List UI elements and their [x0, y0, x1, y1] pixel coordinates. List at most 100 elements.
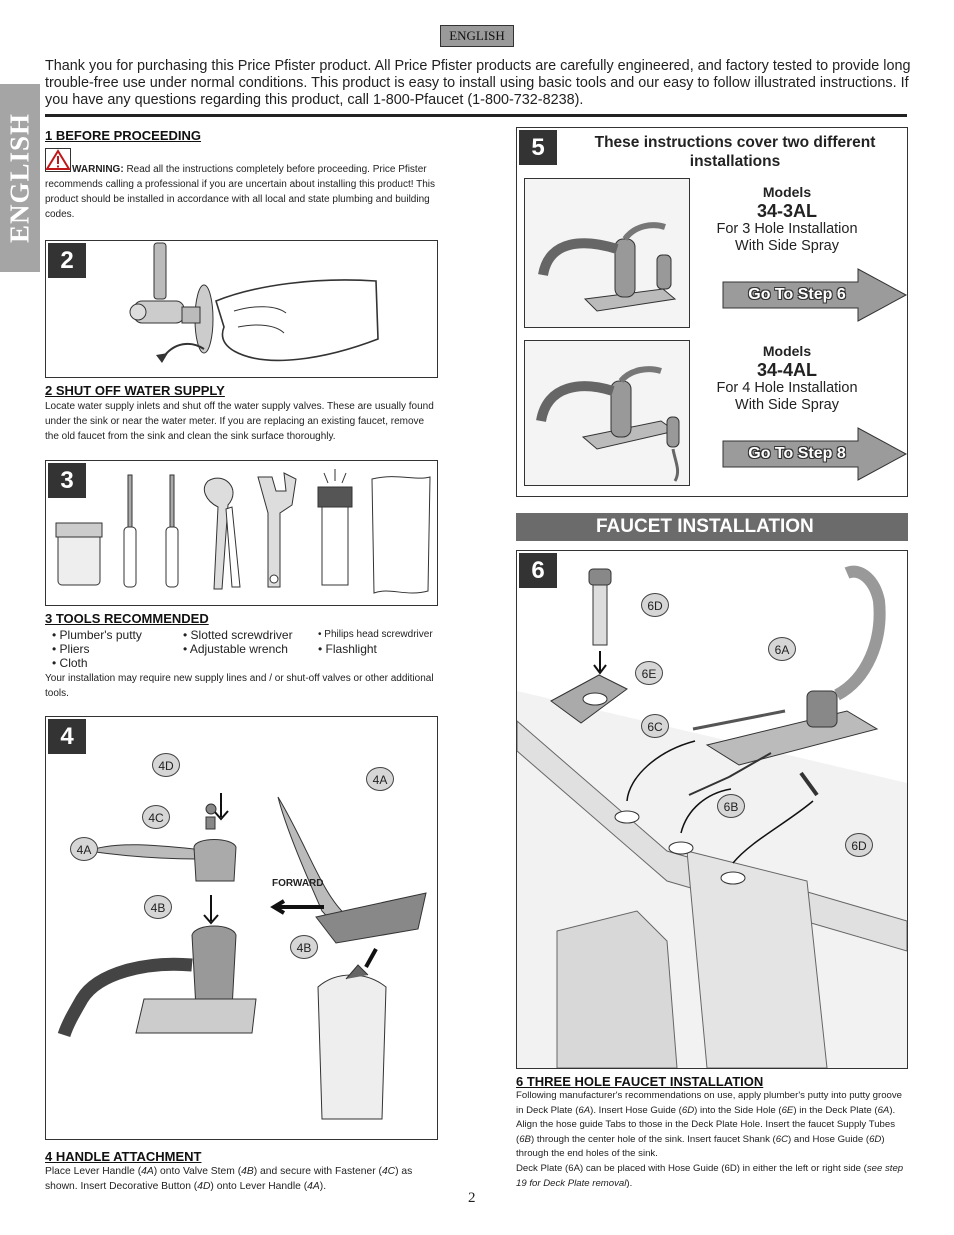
- ref-4b: 4B: [241, 1166, 254, 1177]
- text-run: ) onto Valve Stem (: [153, 1166, 242, 1177]
- model-desc-line1: For 3 Hole Installation: [716, 221, 858, 237]
- text-run: ) through the center hole of the sink. I…: [530, 1133, 776, 1145]
- warning-icon: [45, 148, 71, 172]
- tools-list-col1: • Plumber's putty • Pliers • Cloth: [52, 628, 142, 670]
- ref-4a: 4A: [307, 1181, 320, 1192]
- callout-6e: 6E: [635, 661, 663, 685]
- ref-6b: 6B: [519, 1133, 531, 1145]
- step5-heading: These instructions cover two different i…: [594, 134, 876, 170]
- tool-item: • Flashlight: [318, 642, 377, 656]
- step5-number: 5: [519, 130, 557, 165]
- side-tab-label: ENGLISH: [4, 112, 35, 244]
- ref-6a: 6A: [877, 1104, 890, 1116]
- faucet-installation-banner: FAUCET INSTALLATION: [516, 513, 908, 541]
- text-run: ) as shown. Insert Decorative Button (: [45, 1166, 413, 1192]
- faucet-4-hole-image: [524, 340, 690, 486]
- step2-text: Locate water supply inlets and shut off …: [45, 401, 434, 442]
- go-to-step-8-label: Go To Step 8: [748, 445, 846, 462]
- step4-text: Place Lever Handle (4A) onto Valve Stem …: [45, 1164, 439, 1194]
- callout-4b-right: 4B: [290, 935, 318, 959]
- tools-note: Your installation may require new supply…: [45, 673, 434, 699]
- tool-item: • Cloth: [52, 656, 88, 670]
- models-label: Models: [762, 343, 812, 359]
- callout-4c: 4C: [142, 805, 170, 829]
- model-desc-line2: With Side Spray: [735, 397, 839, 413]
- right-arrow-icon: [722, 268, 908, 322]
- tool-item: • Plumber's putty: [52, 628, 142, 642]
- ref-4c: 4C: [381, 1166, 396, 1177]
- step2-title: 2 SHUT OFF WATER SUPPLY: [45, 383, 225, 398]
- header-rule: [45, 114, 907, 117]
- tool-item: • Adjustable wrench: [183, 642, 288, 656]
- tools-list-col2: • Slotted screwdriver • Adjustable wrenc…: [183, 628, 293, 656]
- tools-drawing: [55, 469, 431, 594]
- model-block-2: Models 34-4AL For 4 Hole Installation Wi…: [695, 343, 879, 414]
- page-number: 2: [468, 1190, 476, 1206]
- go-to-step-8-button[interactable]: Go To Step 8: [722, 427, 908, 481]
- pliers-icon: [203, 477, 241, 590]
- step6-text: Following manufacturer's recommendations…: [516, 1089, 910, 1191]
- callout-4b: 4B: [144, 895, 172, 919]
- ref-4a: 4A: [141, 1166, 154, 1177]
- step3-illustration: 3: [45, 460, 438, 606]
- ref-6d: 6D: [869, 1133, 882, 1145]
- model-desc-line1: For 4 Hole Installation: [716, 380, 858, 396]
- text-run: ). Align the hose guide Tabs to those in…: [516, 1104, 896, 1145]
- language-badge: ENGLISH: [440, 25, 514, 47]
- step6-number: 6: [519, 553, 557, 588]
- warning-label: WARNING:: [72, 164, 124, 175]
- go-to-step-6-button[interactable]: Go To Step 6: [722, 268, 908, 322]
- text-run: ) and Hose Guide (: [788, 1133, 870, 1145]
- ref-6e: 6E: [781, 1104, 794, 1116]
- step4-title: 4 HANDLE ATTACHMENT: [45, 1149, 202, 1164]
- tool-item: • Pliers: [52, 642, 90, 656]
- step5-panel: 5 These instructions cover two different…: [516, 127, 908, 497]
- intro-paragraph: Thank you for purchasing this Price Pfis…: [45, 58, 911, 108]
- step2-number: 2: [48, 243, 86, 278]
- step19-reference: see step 19 for Deck Plate removal: [516, 1162, 904, 1189]
- warning-text: Read all the instructions completely bef…: [45, 164, 436, 220]
- text-run: ) in the Deck Plate (: [793, 1104, 878, 1116]
- ref-4d: 4D: [197, 1181, 211, 1192]
- three-hole-install-drawing: [517, 565, 907, 1068]
- philips-screwdriver-icon: [165, 474, 179, 588]
- step4-illustration: 4 4D 4C 4A 4B 4A 4B FORWARD: [45, 716, 438, 1140]
- right-arrow-icon: [722, 427, 908, 481]
- ref-6d: 6D: [681, 1104, 695, 1116]
- text-run: ). Insert Hose Guide (: [590, 1104, 682, 1116]
- step2-illustration: 2: [45, 240, 438, 378]
- model-block-1: Models 34-3AL For 3 Hole Installation Wi…: [695, 184, 879, 255]
- text-run: ) onto Lever Handle (: [210, 1181, 308, 1192]
- models-label: Models: [762, 184, 812, 200]
- callout-6a: 6A: [768, 637, 796, 661]
- tool-item: • Philips head screwdriver: [318, 629, 433, 640]
- text-run: ).: [319, 1181, 327, 1192]
- model-desc-line2: With Side Spray: [735, 238, 839, 254]
- forward-label: FORWARD: [272, 878, 324, 889]
- ref-6a: 6A: [578, 1104, 591, 1116]
- cloth-icon: [371, 476, 431, 594]
- step4-number: 4: [48, 719, 86, 754]
- handle-attachment-drawing: [57, 793, 427, 1120]
- step3-number: 3: [48, 463, 86, 498]
- text-run: ).: [626, 1177, 633, 1189]
- step6-illustration: 6 6D 6A 6E 6C 6B 6D: [516, 550, 908, 1069]
- step3-title: 3 TOOLS RECOMMENDED: [45, 611, 209, 626]
- warning-paragraph: WARNING: Read all the instructions compl…: [45, 162, 439, 222]
- flashlight-icon: [317, 469, 353, 586]
- callout-4d: 4D: [152, 753, 180, 777]
- callout-6c: 6C: [641, 714, 669, 738]
- text-run: Following manufacturer's recommendations…: [516, 1090, 903, 1116]
- adjustable-wrench-icon: [257, 472, 297, 588]
- callout-6b: 6B: [717, 794, 745, 818]
- callout-4a: 4A: [70, 837, 98, 861]
- model-number: 34-3AL: [756, 201, 818, 221]
- tool-item: • Slotted screwdriver: [183, 628, 293, 642]
- callout-6d-right: 6D: [845, 833, 873, 857]
- ref-6c: 6C: [775, 1133, 788, 1145]
- callout-4a-right: 4A: [366, 767, 394, 791]
- text-run: ) and secure with Fastener (: [253, 1166, 382, 1177]
- text-run: ) through the end holes of the sink.: [516, 1133, 885, 1160]
- shutoff-valve-drawing: [129, 242, 379, 363]
- model-number: 34-4AL: [756, 360, 818, 380]
